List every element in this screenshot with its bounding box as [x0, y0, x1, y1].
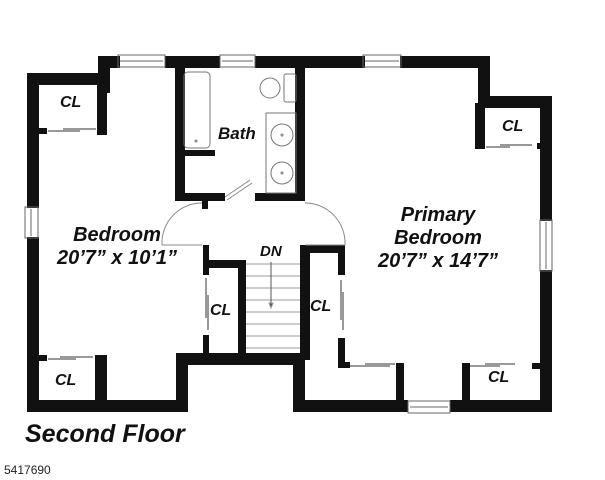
closet-label-hall: CL — [210, 302, 232, 319]
bedroom-name: Bedroom — [73, 224, 161, 246]
listing-id: 5417690 — [4, 463, 51, 477]
closet-label-primary-left: CL — [310, 298, 332, 315]
primary-bedroom-label: Primary Bedroom 20’7” x 14’7” — [358, 205, 518, 272]
door-swings — [161, 179, 346, 246]
walls — [27, 56, 552, 412]
closet-label-primary-bottom-right: CL — [488, 369, 510, 386]
bedroom-label: Bedroom 20’7” x 10’1” — [42, 225, 192, 269]
bath-label: Bath — [218, 124, 256, 143]
closet-label-bedroom-bottom: CL — [55, 372, 77, 389]
closet-doors — [48, 128, 532, 367]
floor-title: Second Floor — [25, 420, 185, 448]
windows — [24, 54, 553, 414]
stairs — [246, 262, 300, 349]
primary-bedroom-dimensions: 20’7” x 14’7” — [377, 250, 499, 272]
bath-fixtures — [183, 71, 297, 194]
bedroom-dimensions: 20’7” x 10’1” — [56, 247, 178, 269]
closet-label-bedroom-top: CL — [60, 94, 82, 111]
stairs-down-label: DN — [260, 243, 282, 260]
closet-label-primary-top-right: CL — [502, 118, 524, 135]
primary-bedroom-line1: Primary — [400, 204, 476, 226]
primary-bedroom-line2: Bedroom — [394, 227, 482, 249]
